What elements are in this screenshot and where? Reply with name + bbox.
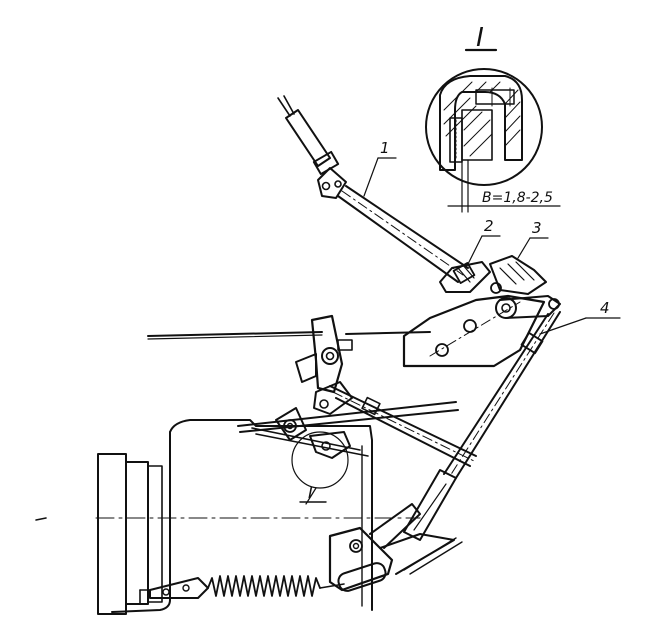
mounting-plate [147,294,561,368]
callout-2: 2 [484,217,494,235]
detail-circle [425,68,543,186]
section-marker: I [308,483,313,502]
detail-title: I [476,23,484,53]
detail-section-hatching [439,75,523,171]
rod-4: 4 [403,299,621,541]
throttle-lever-spring [139,503,463,605]
central-linkage: I [237,314,477,505]
lever-1: 1 [277,95,469,283]
detail-view-I: I B=1,8-2,5 [425,23,561,213]
dimension-B: B=1,8-2,5 [447,159,561,213]
dimension-label: B=1,8-2,5 [482,190,553,206]
callout-4: 4 [600,299,610,317]
joint-assembly-2-3: 2 3 [439,217,549,295]
callout-3: 3 [532,219,542,237]
callout-1: 1 [380,139,390,157]
engine-housing [35,419,421,615]
